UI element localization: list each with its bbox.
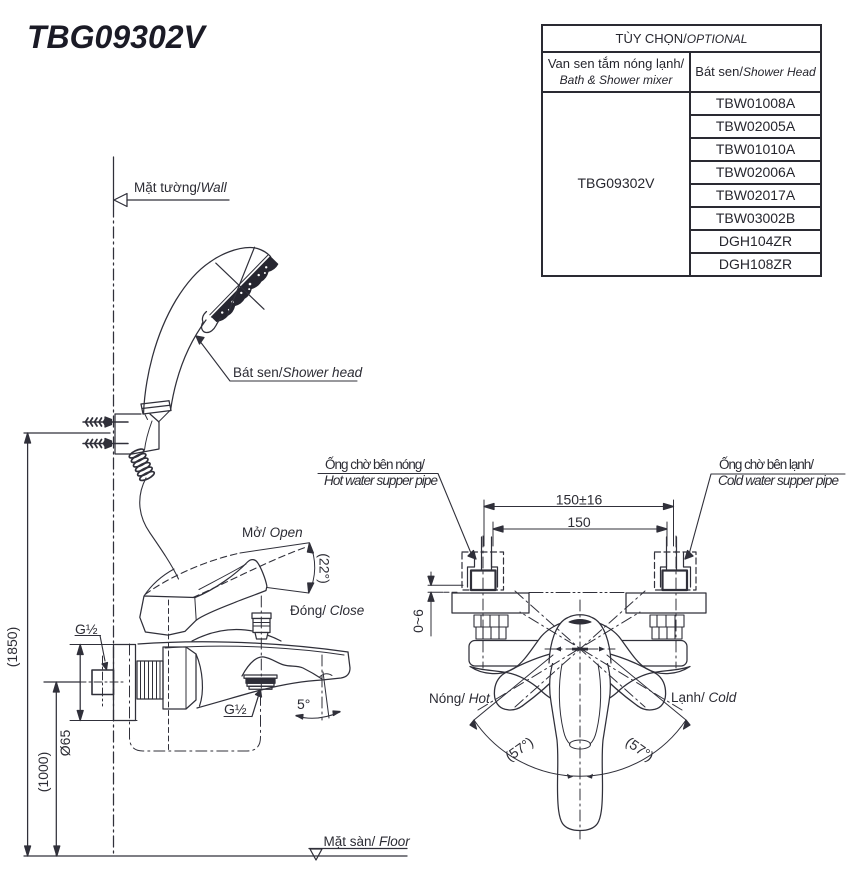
svg-text:Ống chờ bên nóng/: Ống chờ bên nóng/	[325, 457, 425, 472]
svg-text:Đóng/ Close: Đóng/ Close	[290, 603, 364, 618]
svg-text:150: 150	[567, 514, 591, 530]
svg-text:(1000): (1000)	[35, 752, 51, 792]
svg-text:Nóng/ Hot: Nóng/ Hot	[429, 691, 491, 706]
svg-text:Mặt tường/Wall: Mặt tường/Wall	[134, 180, 228, 195]
svg-text:G½: G½	[224, 701, 247, 717]
svg-text:Mặt sàn/ Floor: Mặt sàn/ Floor	[324, 834, 411, 849]
svg-text:(57°): (57°)	[623, 734, 657, 765]
svg-text:Ống chờ bên lạnh/: Ống chờ bên lạnh/	[719, 457, 814, 472]
svg-text:Hot water supper pipe: Hot water supper pipe	[324, 473, 438, 488]
svg-text:Lạnh/ Cold: Lạnh/ Cold	[671, 690, 737, 705]
svg-text:(22°): (22°)	[317, 553, 333, 584]
svg-text:Mở/ Open: Mở/ Open	[242, 525, 303, 540]
svg-text:(1850): (1850)	[4, 627, 20, 667]
svg-text:G½: G½	[75, 621, 98, 637]
svg-text:Cold water supper pipe: Cold water supper pipe	[718, 473, 839, 488]
svg-text:5°: 5°	[297, 696, 310, 712]
svg-text:Ø65: Ø65	[57, 730, 73, 757]
svg-text:0~6: 0~6	[410, 609, 426, 633]
svg-text:150±16: 150±16	[556, 492, 603, 508]
svg-text:Bát sen/Shower head: Bát sen/Shower head	[233, 365, 363, 380]
svg-text:(57°): (57°)	[502, 734, 536, 765]
